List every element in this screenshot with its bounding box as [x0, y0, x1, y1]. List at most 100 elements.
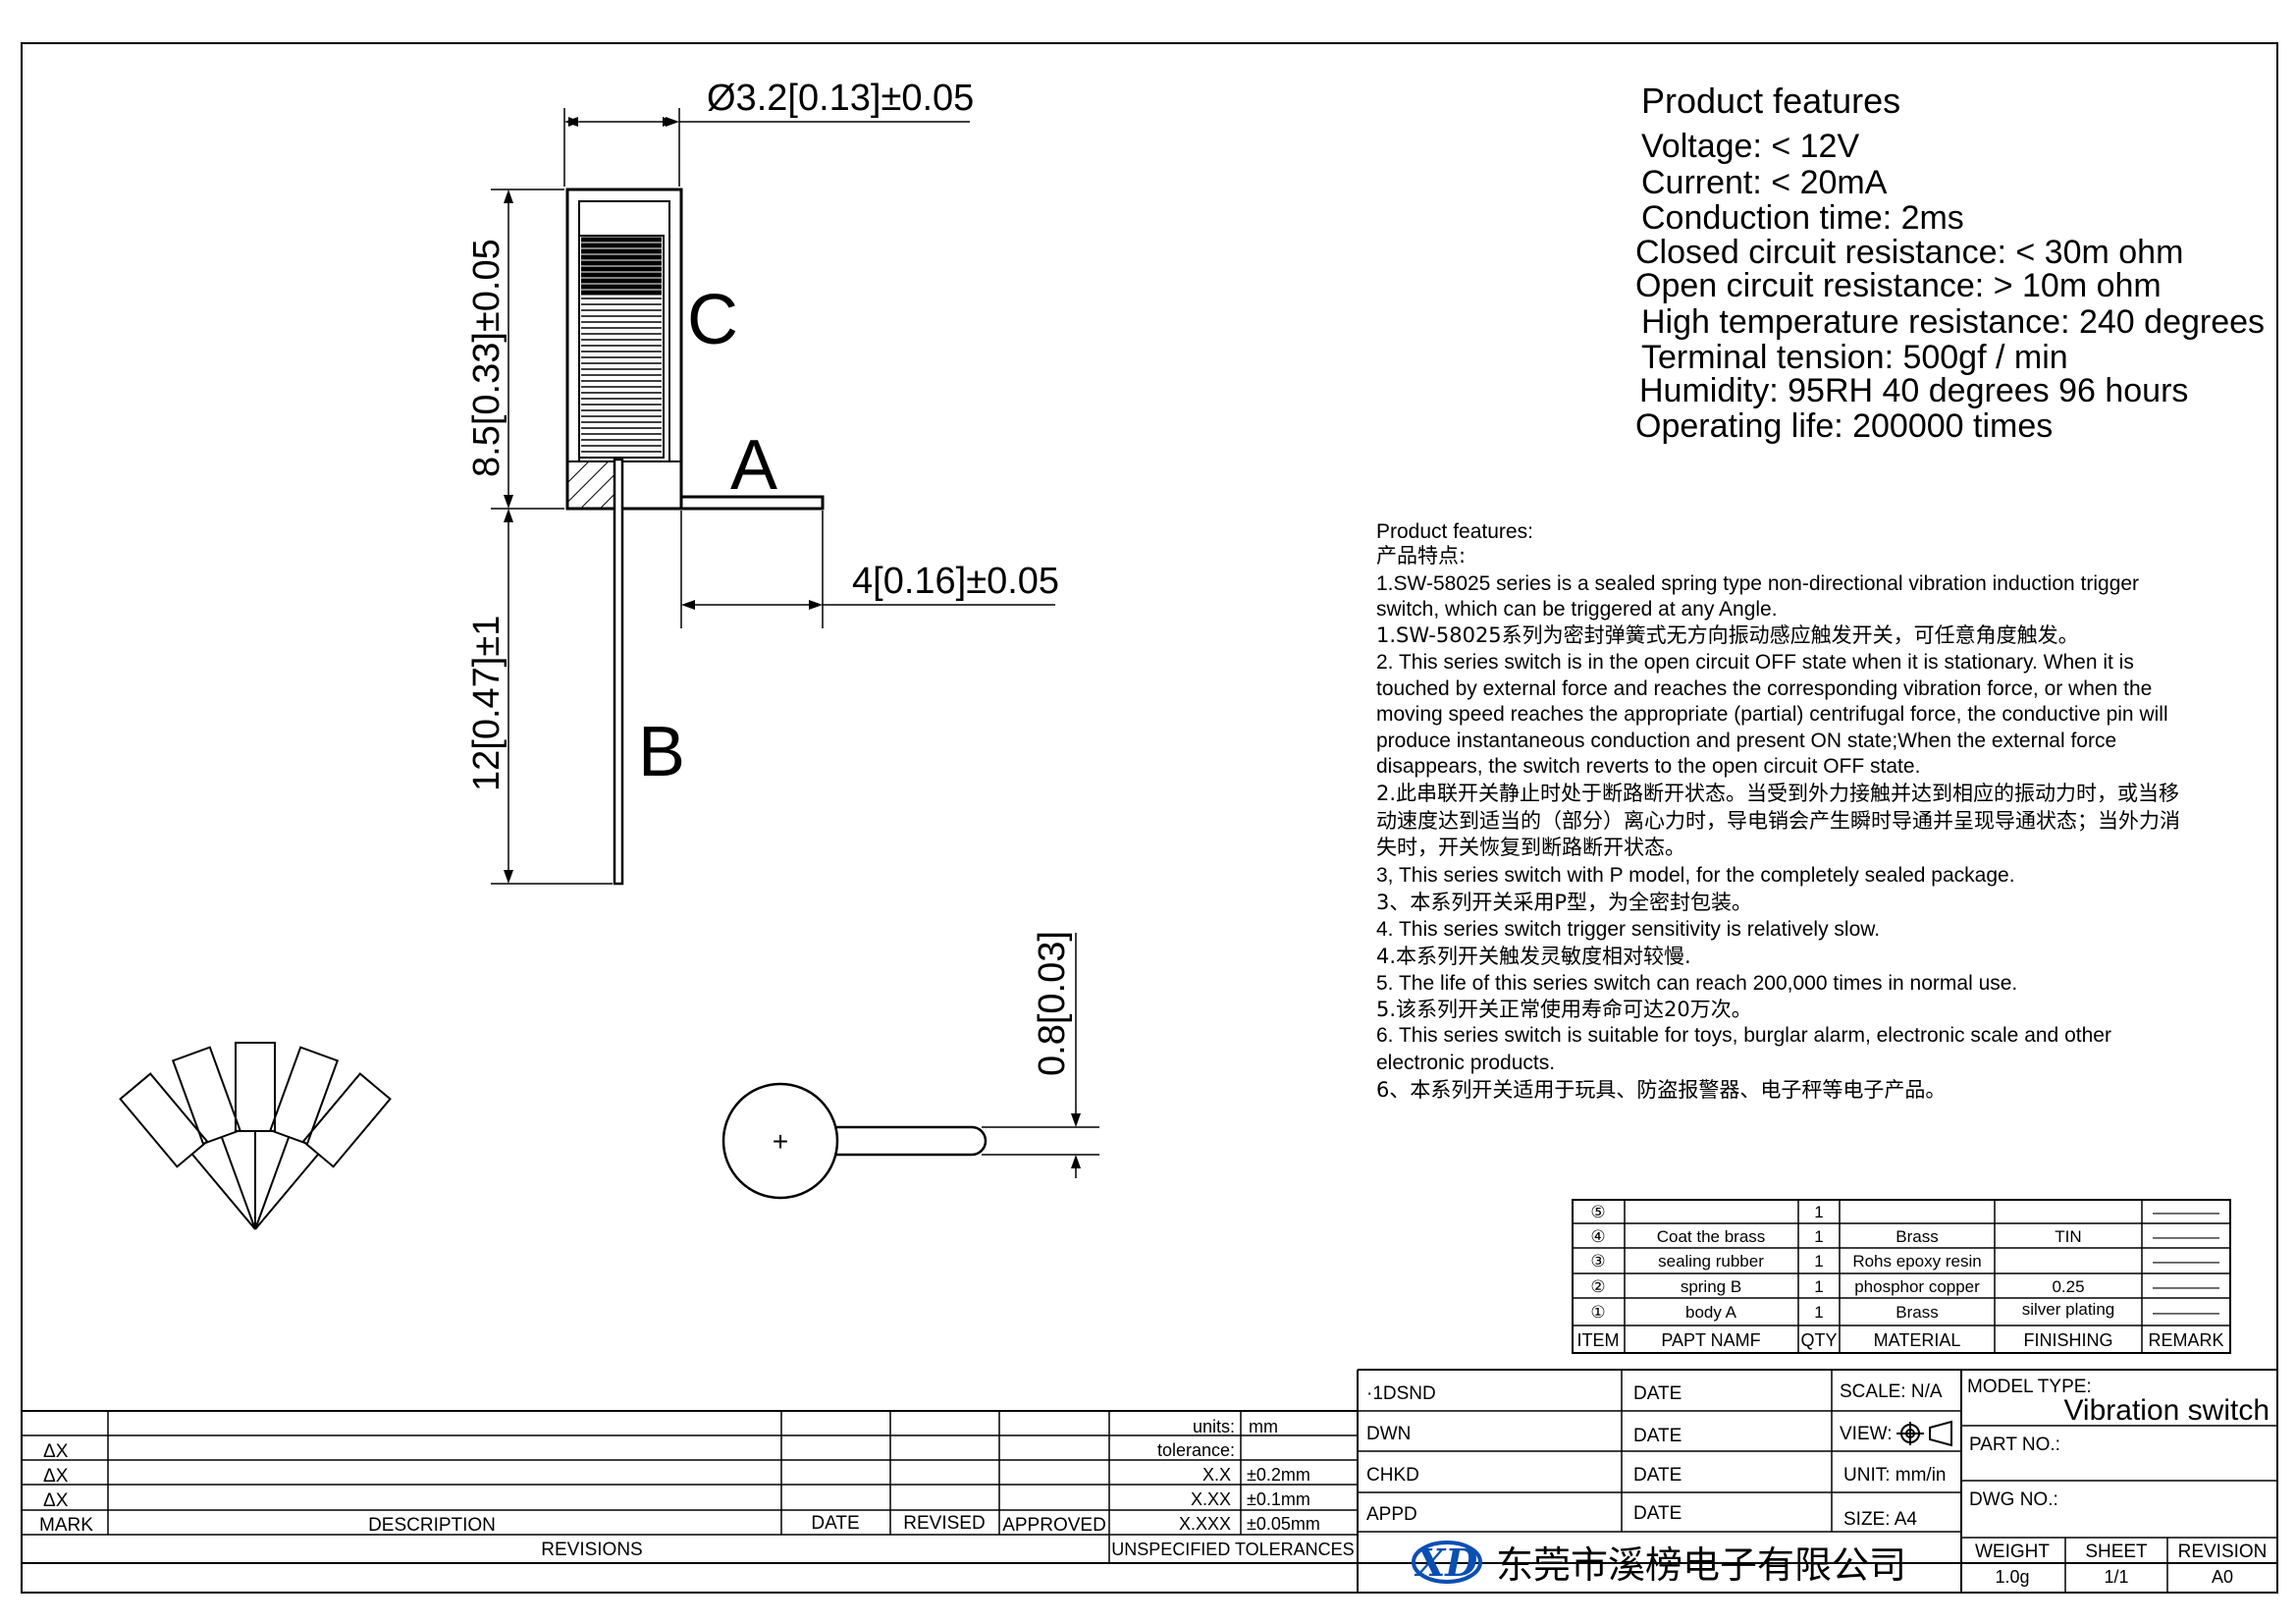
switch-top-view: + 0.8[0.03] — [721, 931, 1099, 1200]
scale-label: SCALE: N/A — [1840, 1381, 1943, 1402]
revision-label: REVISION — [2178, 1542, 2268, 1562]
bom-cell-remark: ———— — [2153, 1227, 2219, 1246]
label-c: C — [687, 281, 738, 359]
tolerance-row-label: X.X — [1202, 1465, 1231, 1485]
revision-mark: ΔX — [43, 1466, 69, 1487]
bom-cell-qty: 1 — [1814, 1227, 1823, 1246]
feature-detail-line: 6. This series switch is suitable for to… — [1376, 1024, 2111, 1047]
feature-line: Conduction time: 2ms — [1641, 199, 1964, 237]
label-b: B — [638, 713, 685, 791]
feature-detail-line: 3、本系列开关采用P型，为全密封包装。 — [1376, 891, 1752, 914]
sheet-value: 1/1 — [2104, 1567, 2128, 1587]
bom-cell-material: phosphor copper — [1854, 1277, 1980, 1296]
bom-cell-qty: 1 — [1814, 1203, 1823, 1221]
dim-diameter: Ø3.2[0.13]±0.05 — [563, 78, 974, 187]
projection-symbol-icon — [1896, 1420, 1952, 1447]
bom-cell-material: Rohs epoxy resin — [1852, 1252, 1981, 1271]
unit-label: UNIT: mm/in — [1843, 1465, 1947, 1486]
units-value: mm — [1249, 1417, 1278, 1436]
part-no-label: PART NO.: — [1969, 1434, 2060, 1455]
bom-cell-name: Coat the brass — [1657, 1227, 1766, 1246]
size-label: SIZE: A4 — [1843, 1509, 1917, 1530]
feature-detail-line: 产品特点: — [1376, 544, 1466, 568]
model-type-value: Vibration switch — [2063, 1394, 2269, 1427]
bom-cell-material: Brass — [1896, 1303, 1938, 1322]
features-detail: Product features:产品特点:1.SW-58025 series … — [1376, 520, 2180, 1102]
feature-line: High temperature resistance: 240 degrees — [1641, 303, 2265, 341]
bom-cell-remark: ———— — [2153, 1203, 2219, 1221]
dim-diameter-text: Ø3.2[0.13]±0.05 — [707, 78, 974, 119]
bom-header-finishing: FINISHING — [2023, 1330, 2112, 1350]
bom-header-remark: REMARK — [2148, 1330, 2223, 1350]
bom-cell-item: ① — [1590, 1303, 1605, 1323]
dim-terminal-length: 4[0.16]±0.05 — [680, 511, 1059, 628]
feature-detail-line: 动速度达到适当的（部分）离心力时，导电销会产生瞬时导通并呈现导通状态；当外力消 — [1376, 809, 2180, 833]
date-label: DATE — [1633, 1426, 1682, 1446]
feature-detail-line: 1.SW-58025系列为密封弹簧式无方向振动感应触发开关，可任意角度触发。 — [1376, 623, 2079, 647]
terminal-a — [681, 495, 825, 511]
feature-detail-line: 4.本系列开关触发灵敏度相对较慢. — [1376, 945, 1691, 968]
units-label: units: — [1193, 1417, 1235, 1436]
feature-line: Closed circuit resistance: < 30m ohm — [1635, 234, 2183, 271]
revisions-footer: REVISIONS — [541, 1540, 642, 1560]
bom-cell-item: ⑤ — [1590, 1203, 1605, 1222]
bom-header-material: MATERIAL — [1874, 1330, 1961, 1350]
feature-detail-line: 2. This series switch is in the open cir… — [1376, 651, 2134, 674]
vibration-fan-icon — [119, 1042, 392, 1230]
bom-cell-finishing: silver plating — [2022, 1300, 2115, 1319]
weight-value: 1.0g — [1995, 1567, 2029, 1587]
bom-cell-remark: ———— — [2153, 1252, 2219, 1271]
bom-cell-remark: ———— — [2153, 1277, 2219, 1296]
dwg-no-label: DWG NO.: — [1969, 1489, 2058, 1510]
tolerance-row-label: X.XX — [1191, 1489, 1231, 1509]
svg-text:XD: XD — [1415, 1541, 1477, 1585]
dim-thickness-text: 0.8[0.03] — [1032, 931, 1073, 1076]
revisions-header-revised: REVISED — [903, 1513, 985, 1534]
bom-cell-remark: ———— — [2153, 1303, 2219, 1322]
feature-detail-line: 失时，开关恢复到断路断开状态。 — [1376, 836, 1685, 859]
company-name: 东莞市溪榜电子有限公司 — [1496, 1543, 1906, 1587]
signoff-row-label: CHKD — [1366, 1465, 1419, 1486]
feature-detail-line: 5.该系列开关正常使用寿命可达20万次。 — [1376, 998, 1752, 1021]
revision-text: ΔX ΔX ΔX MARK DESCRIPTION DATE REVISED A… — [39, 1417, 1355, 1560]
tolerance-row-value: ±0.2mm — [1247, 1465, 1310, 1485]
title-block-text: ·1DSND DWN CHKD APPD DATE DATE DATE DATE… — [1366, 1377, 2269, 1587]
bom-cell-qty: 1 — [1814, 1303, 1823, 1322]
bom-header-qty: QTY — [1800, 1330, 1837, 1350]
switch-side-view — [565, 188, 825, 886]
feature-detail-line: touched by external force and reaches th… — [1376, 677, 2152, 700]
feature-detail-line: 4. This series switch trigger sensitivit… — [1376, 918, 1880, 941]
feature-detail-line: 1.SW-58025 series is a sealed spring typ… — [1376, 572, 2139, 595]
model-type-label: MODEL TYPE: — [1967, 1377, 2092, 1397]
features-summary-title: Product features — [1641, 81, 1900, 121]
bom-cell-name: sealing rubber — [1658, 1252, 1764, 1271]
revision-mark: ΔX — [43, 1441, 69, 1462]
tolerances-footer: UNSPECIFIED TOLERANCES — [1111, 1540, 1354, 1559]
bom-cell-finishing: 0.25 — [2052, 1277, 2084, 1296]
revision-value: A0 — [2212, 1567, 2233, 1587]
bom-cell-name: body A — [1685, 1303, 1737, 1322]
feature-line: Operating life: 200000 times — [1635, 407, 2053, 445]
weight-label: WEIGHT — [1975, 1542, 2050, 1562]
bom-cell-qty: 1 — [1814, 1277, 1823, 1296]
pin-b — [613, 458, 624, 886]
revisions-header-mark: MARK — [39, 1515, 93, 1536]
feature-detail-line: 6、本系列开关适用于玩具、防盗报警器、电子秤等电子产品。 — [1376, 1078, 1946, 1102]
feature-detail-line: 5. The life of this series switch can re… — [1376, 972, 2017, 995]
revisions-header-description: DESCRIPTION — [368, 1515, 496, 1536]
feature-detail-line: 3, This series switch with P model, for … — [1376, 864, 2015, 887]
dim-pin-length: 12[0.47]±1 — [466, 509, 613, 885]
feature-line: Voltage: < 12V — [1641, 128, 1859, 165]
feature-line: Humidity: 95RH 40 degrees 96 hours — [1639, 372, 2188, 409]
feature-line: Current: < 20mA — [1641, 164, 1888, 201]
company-logo: XD — [1412, 1541, 1482, 1585]
dim-body-height-text: 8.5[0.33]±0.05 — [466, 239, 507, 477]
tolerance-label: tolerance: — [1157, 1440, 1235, 1460]
feature-detail-line: produce instantaneous conduction and pre… — [1376, 730, 2116, 752]
revision-mark: ΔX — [43, 1490, 69, 1511]
date-label: DATE — [1633, 1383, 1682, 1404]
signoff-row-label: ·1DSND — [1366, 1383, 1436, 1404]
sealing-rubber — [566, 460, 617, 510]
